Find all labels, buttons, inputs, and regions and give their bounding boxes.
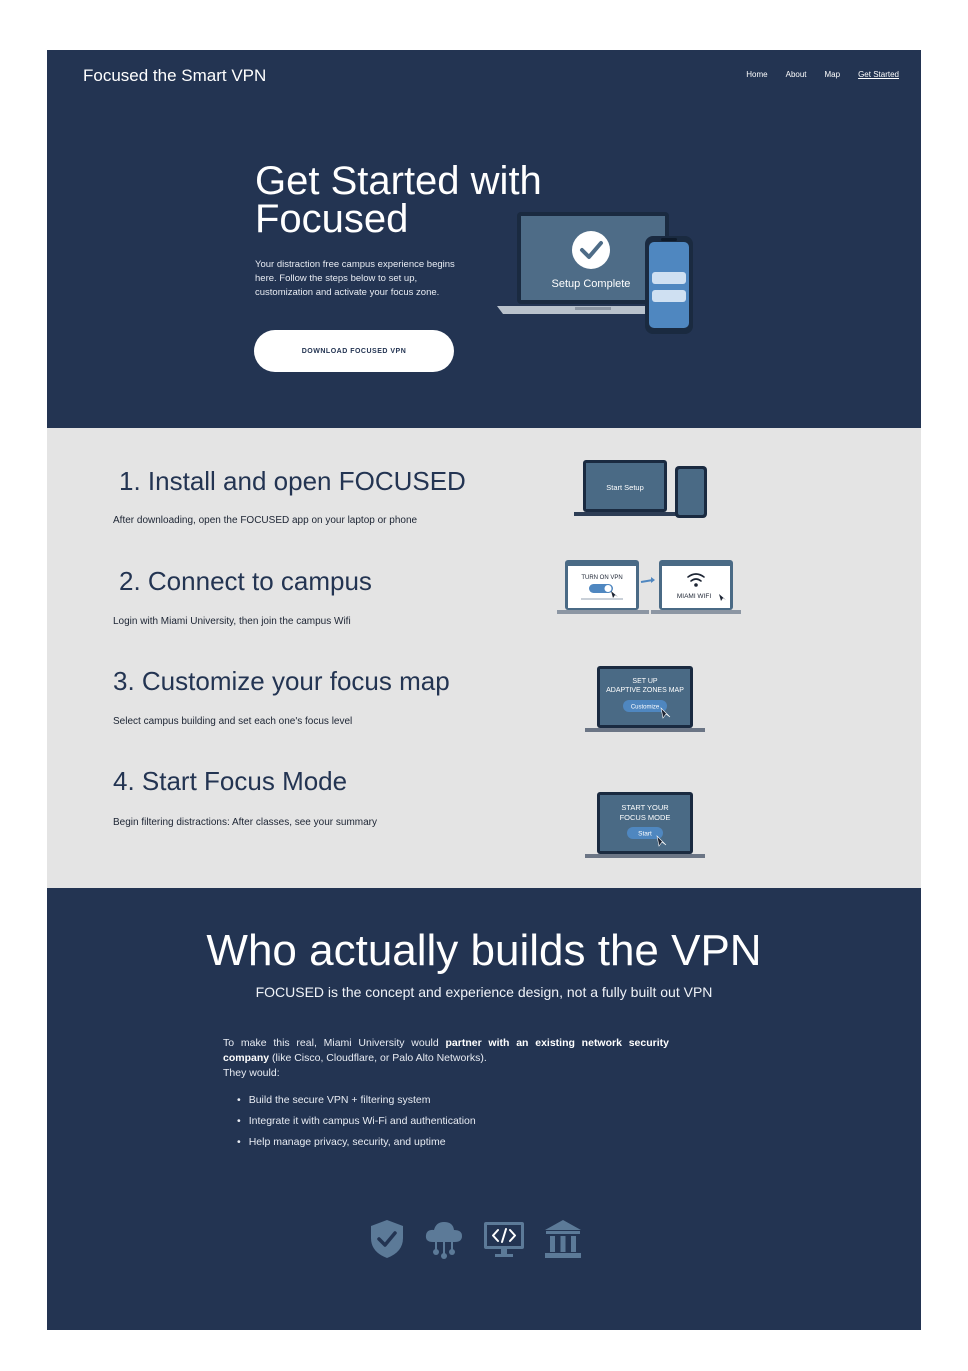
setup-complete-illustration: Setup Complete <box>497 212 693 334</box>
list-item: Integrate it with campus Wi-Fi and authe… <box>237 1115 476 1136</box>
laptop-phone-illustration: Start Setup <box>574 460 707 518</box>
nav-home[interactable]: Home <box>746 70 768 79</box>
start-label: Start <box>638 831 652 838</box>
steps-section: 1. Install and open FOCUSED After downlo… <box>47 428 921 888</box>
start-your-label: START YOUR <box>621 803 669 812</box>
step-3-description: Select campus building and set each one'… <box>113 716 353 727</box>
hero-title-line1: Get Started with <box>255 159 542 203</box>
turn-on-vpn-label: TURN ON VPN <box>581 575 622 581</box>
list-item: Help manage privacy, security, and uptim… <box>237 1136 476 1157</box>
cloud-network-icon <box>425 1222 462 1259</box>
who-body-line2: They would: <box>223 1067 280 1079</box>
focus-mode-laptop-illustration: START YOUR FOCUS MODE Start <box>585 792 705 858</box>
step-4-description: Begin filtering distractions: After clas… <box>113 817 377 828</box>
code-monitor-icon <box>484 1222 524 1257</box>
step-3-title: 3. Customize your focus map <box>113 666 450 696</box>
list-item: Build the secure VPN + filtering system <box>237 1094 476 1115</box>
who-title: Who actually builds the VPN <box>206 926 762 975</box>
hero-title: Get Started with Focused <box>255 159 585 241</box>
who-body-pre: To make this real, Miami University woul… <box>223 1037 446 1049</box>
main-nav: Home About Map Get Started <box>746 70 899 79</box>
page: Focused the Smart VPN Home About Map Get… <box>47 50 921 1330</box>
customize-button <box>623 700 667 712</box>
who-body-post: (like Cisco, Cloudflare, or Palo Alto Ne… <box>269 1052 487 1064</box>
who-subtitle: FOCUSED is the concept and experience de… <box>255 984 713 1000</box>
who-body: To make this real, Miami University woul… <box>223 1036 669 1081</box>
miami-wifi-label: MIAMI WIFI <box>677 593 711 600</box>
hero-title-line2: Focused <box>255 197 409 241</box>
who-body-bold: partner with an existing network securit… <box>223 1037 669 1064</box>
cursor-icon <box>656 835 667 847</box>
step-2-title: 2. Connect to campus <box>119 566 372 596</box>
adaptive-zones-label: ADAPTIVE ZONES MAP <box>606 687 684 694</box>
setup-label: SET UP <box>632 678 657 685</box>
who-list: Build the secure VPN + filtering system … <box>237 1094 476 1157</box>
step-1-title: 1. Install and open FOCUSED <box>119 466 466 496</box>
connect-vpn-wifi-illustration: TURN ON VPN MIAMI WIFI <box>557 560 741 614</box>
step-1-description: After downloading, open the FOCUSED app … <box>113 515 418 526</box>
wifi-icon <box>687 573 705 587</box>
university-icon <box>545 1220 581 1258</box>
focus-mode-label: FOCUS MODE <box>620 813 671 822</box>
step-2-description: Login with Miami University, then join t… <box>113 616 351 627</box>
start-button <box>627 827 663 839</box>
partner-icons <box>369 1218 583 1260</box>
setup-complete-label: Setup Complete <box>552 278 631 290</box>
step-4-title: 4. Start Focus Mode <box>113 766 348 796</box>
brand-logo[interactable]: Focused the Smart VPN <box>83 66 267 85</box>
nav-map[interactable]: Map <box>824 70 841 79</box>
download-button[interactable]: DOWNLOAD FOCUSED VPN <box>254 330 454 372</box>
hero-description: Your distraction free campus experience … <box>255 259 455 298</box>
customize-label: Customize <box>631 705 660 711</box>
start-setup-label: Start Setup <box>606 483 644 492</box>
hero-section: Focused the Smart VPN Home About Map Get… <box>47 50 921 428</box>
nav-about[interactable]: About <box>785 70 807 79</box>
nav-get-started[interactable]: Get Started <box>858 70 899 79</box>
cursor-icon <box>660 707 671 719</box>
check-icon <box>572 231 610 269</box>
who-builds-section: Who actually builds the VPN FOCUSED is t… <box>47 888 921 1330</box>
shield-check-icon <box>371 1220 403 1258</box>
focus-map-laptop-illustration: SET UP ADAPTIVE ZONES MAP Customize <box>585 666 705 732</box>
